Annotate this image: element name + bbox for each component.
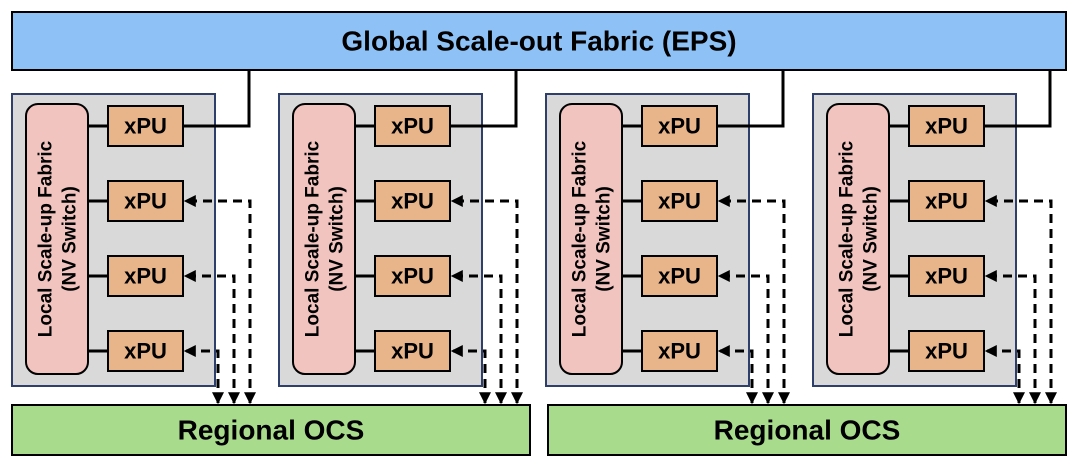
xpu-label: xPU — [925, 189, 968, 214]
pods-group: Local Scale-up Fabric(NV Switch)xPUxPUxP… — [11, 70, 1057, 405]
xpu-box — [641, 255, 718, 297]
xpu-box — [908, 255, 985, 297]
xpu-label: xPU — [124, 264, 167, 289]
global-uplink — [717, 70, 785, 128]
xpu-label: xPU — [658, 264, 701, 289]
pod-2: Local Scale-up Fabric(NV Switch) xPU xPU xP… — [278, 70, 523, 405]
xpu-box — [908, 330, 985, 372]
regional-ocs-label: Regional OCS — [178, 415, 365, 446]
xpu-box — [641, 180, 718, 222]
xpu-label: xPU — [925, 339, 968, 364]
xpu-label: xPU — [391, 114, 434, 139]
xpu-box — [374, 330, 451, 372]
xpu-label: xPU — [124, 189, 167, 214]
xpu-box — [107, 330, 184, 372]
xpu-box — [908, 180, 985, 222]
xpu-box — [107, 180, 184, 222]
xpu-label: xPU — [391, 339, 434, 364]
global-fabric-label: Global Scale-out Fabric (EPS) — [341, 26, 736, 57]
ocs-dashed-link — [984, 345, 1025, 405]
xpu-box — [374, 255, 451, 297]
ocs-dashed-link — [717, 345, 758, 405]
ocs-dashed-link — [183, 270, 240, 405]
local-switch-sublabel: (NV Switch) — [594, 186, 615, 292]
xpu-label: xPU — [658, 189, 701, 214]
xpu-box — [374, 180, 451, 222]
regional-ocs-right: Regional OCS — [547, 404, 1067, 456]
xpu-label: xPU — [658, 114, 701, 139]
regional-ocs-left: Regional OCS — [11, 404, 531, 456]
ocs-dashed-link — [450, 270, 507, 405]
ocs-dashed-link — [183, 195, 256, 405]
ocs-dashed-link — [984, 270, 1041, 405]
ocs-dashed-link — [183, 345, 224, 405]
xpu-box — [641, 330, 718, 372]
global-fabric-box — [11, 11, 1067, 71]
ocs-dashed-link — [450, 195, 523, 405]
regional-ocs-label: Regional OCS — [714, 415, 901, 446]
ocs-dashed-link — [717, 270, 774, 405]
local-switch-box — [25, 103, 89, 375]
local-switch-sublabel: (NV Switch) — [60, 186, 81, 292]
xpu-box — [908, 105, 985, 147]
regional-ocs-box — [11, 404, 531, 456]
xpu-label: xPU — [391, 189, 434, 214]
xpu-label: xPU — [658, 339, 701, 364]
local-switch-box — [559, 103, 623, 375]
xpu-label: xPU — [124, 114, 167, 139]
xpu-label: xPU — [925, 114, 968, 139]
pod-1: Local Scale-up Fabric(NV Switch) xPU xPU xP… — [11, 70, 256, 405]
global-uplink — [984, 70, 1052, 128]
local-switch-label: Local Scale-up Fabric — [837, 140, 858, 337]
local-switch-label: Local Scale-up Fabric — [303, 140, 324, 337]
xpu-label: xPU — [124, 339, 167, 364]
regional-ocs-box — [547, 404, 1067, 456]
local-switch-label: Local Scale-up Fabric — [36, 140, 57, 337]
pod-4: Local Scale-up Fabric(NV Switch) xPU xPU xP… — [812, 70, 1057, 405]
local-switch-sublabel: (NV Switch) — [861, 186, 882, 292]
pod-3: Local Scale-up Fabric(NV Switch) xPU xPU xP… — [545, 70, 790, 405]
local-switch-label: Local Scale-up Fabric — [570, 140, 591, 337]
xpu-label: xPU — [391, 264, 434, 289]
local-switch-box — [826, 103, 890, 375]
ocs-dashed-link — [450, 345, 491, 405]
global-uplink — [183, 70, 251, 128]
xpu-box — [107, 255, 184, 297]
local-switch-sublabel: (NV Switch) — [327, 186, 348, 292]
global-fabric: Global Scale-out Fabric (EPS) — [11, 11, 1067, 71]
ocs-dashed-link — [984, 195, 1057, 405]
ocs-dashed-link — [717, 195, 790, 405]
xpu-label: xPU — [925, 264, 968, 289]
local-switch-box — [292, 103, 356, 375]
global-uplink — [450, 70, 518, 128]
